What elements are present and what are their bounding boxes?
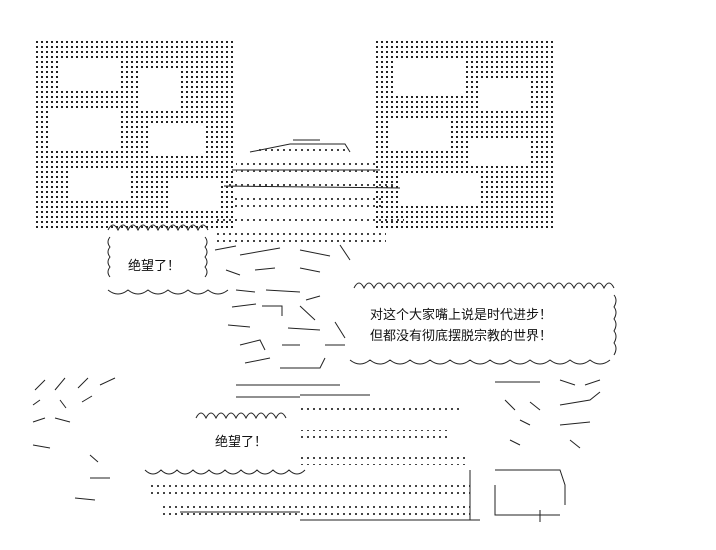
speech-text-left: 绝望了！: [128, 259, 181, 274]
bubble-bottom: [144, 412, 306, 475]
dotted-block-left: [33, 38, 235, 230]
side-marks-right: [494, 379, 601, 522]
bubble-left: [107, 224, 229, 295]
side-marks-left: [32, 377, 116, 501]
character-head: [214, 139, 404, 369]
speech-text-right-line2: 但都没有彻底摆脱宗教的世界！: [370, 329, 553, 344]
dotted-block-right: [373, 38, 553, 228]
bubble-right: [349, 282, 617, 365]
speech-text-right-line1: 对这个大家嘴上说是时代进步！: [370, 308, 553, 323]
speech-text-bottom: 绝望了！: [215, 435, 268, 450]
character-body: [150, 384, 480, 521]
